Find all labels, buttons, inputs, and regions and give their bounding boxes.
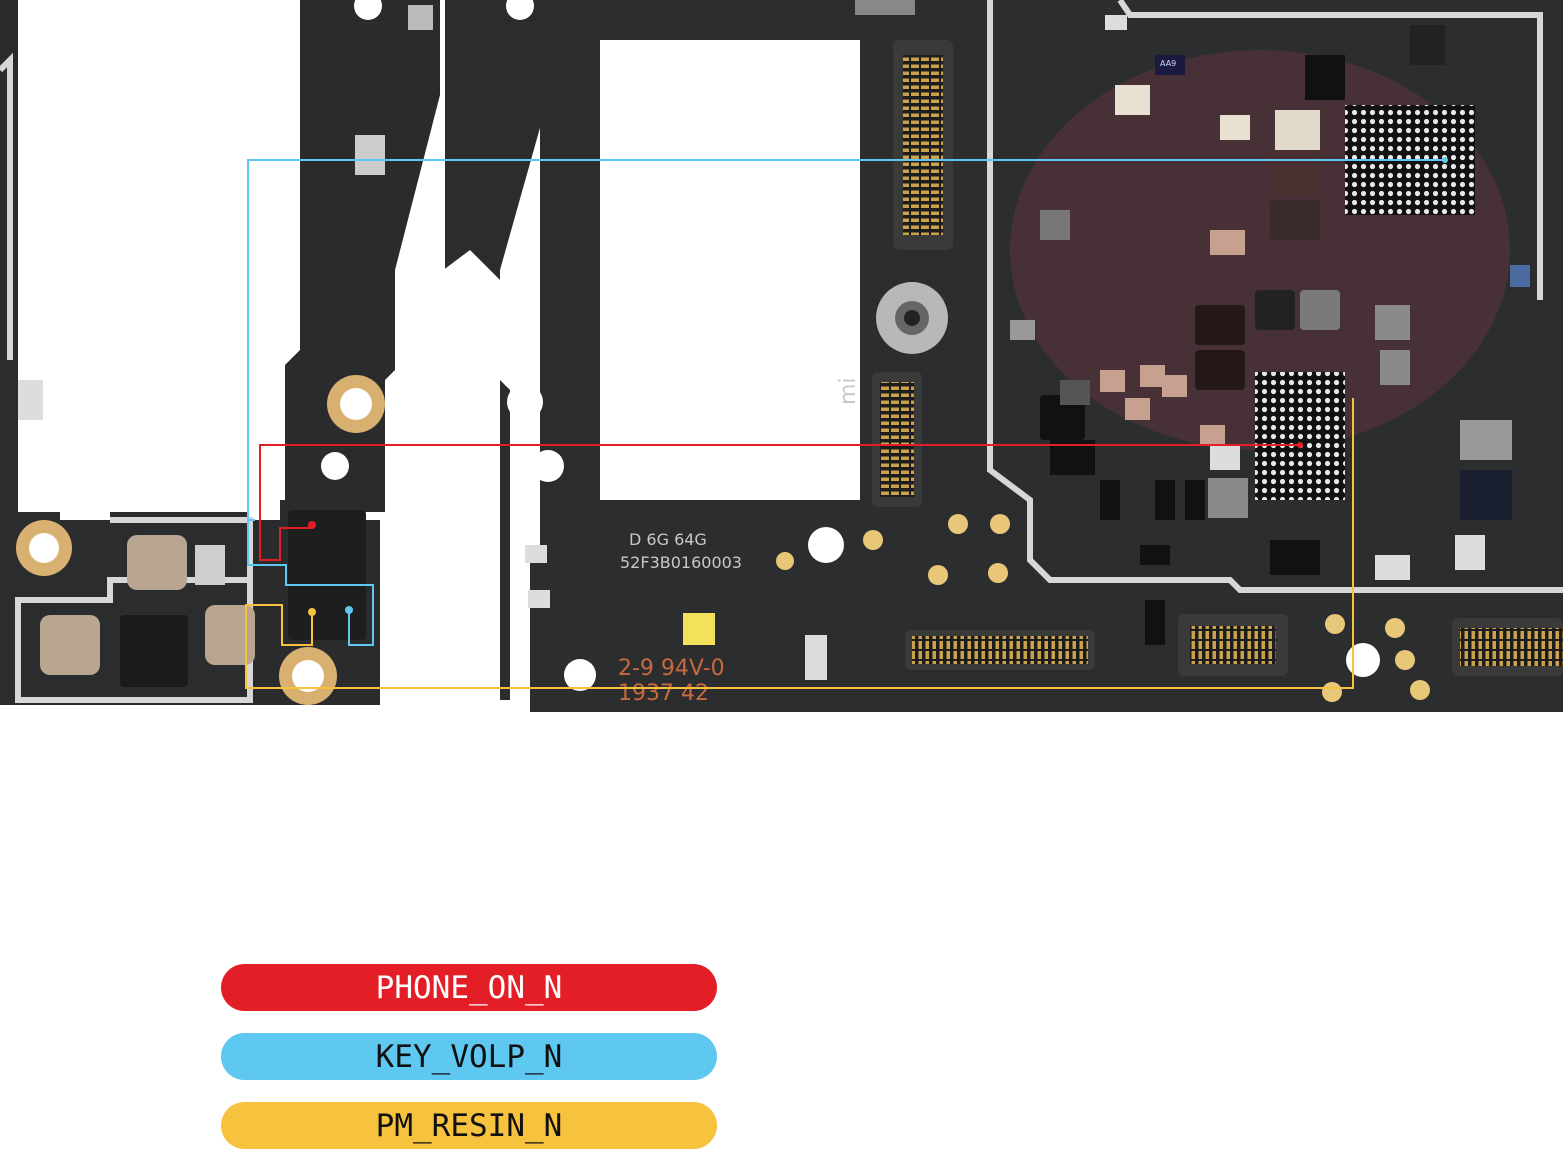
legend-pm-resin-n: PM_RESIN_N [221,1102,717,1149]
legend-label: PM_RESIN_N [375,1107,563,1144]
svg-text:AA9: AA9 [1160,59,1176,68]
trace-endpoints [308,157,1448,616]
silkscreen-text: D 6G 64G 52F3B0160003 2-9 94V-0 1937 42 … [618,59,1176,706]
trace-key-volp [247,159,1445,646]
connectors [872,40,1563,676]
trace-phone-on [259,444,1300,561]
test-pads [776,514,1430,702]
mounting-holes [16,282,948,705]
svg-text:D 6G 64G: D 6G 64G [629,530,707,549]
legend-phone-on-n: PHONE_ON_N [221,964,717,1011]
svg-text:52F3B0160003: 52F3B0160003 [620,553,742,572]
pcb-board-photo: D 6G 64G 52F3B0160003 2-9 94V-0 1937 42 … [0,0,1563,712]
legend-label: KEY_VOLP_N [375,1038,563,1075]
trace-pm-resin [245,398,1354,689]
smd-components [18,0,1530,687]
legend-key-volp-n: KEY_VOLP_N [221,1033,717,1080]
svg-text:mi: mi [836,377,861,405]
legend-label: PHONE_ON_N [375,969,563,1006]
svg-text:2-9 94V-0: 2-9 94V-0 [618,656,725,681]
rf-shield-frames [0,0,1563,703]
svg-text:1937 42: 1937 42 [618,681,709,706]
